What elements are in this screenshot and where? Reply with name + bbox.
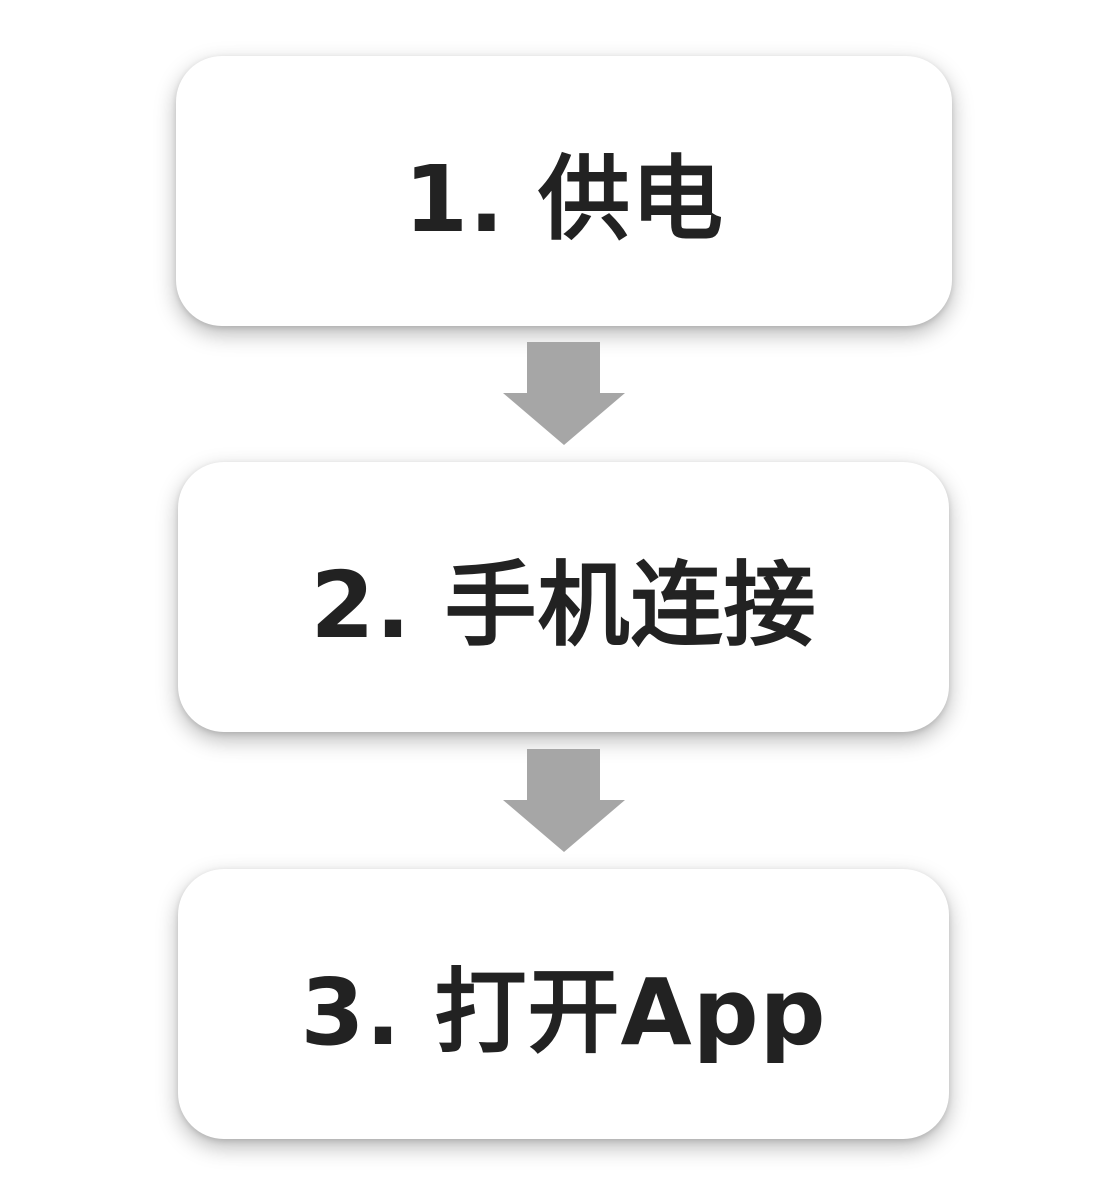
down-arrow-icon	[503, 342, 625, 445]
step-2-label: 2. 手机连接	[310, 551, 817, 659]
down-arrow-icon	[503, 749, 625, 852]
step-1-label: 1. 供电	[404, 145, 724, 253]
step-3-label: 3. 打开App	[300, 958, 827, 1066]
step-1-box: 1. 供电	[176, 56, 952, 326]
step-2-box: 2. 手机连接	[178, 462, 949, 732]
step-3-box: 3. 打开App	[178, 869, 949, 1139]
